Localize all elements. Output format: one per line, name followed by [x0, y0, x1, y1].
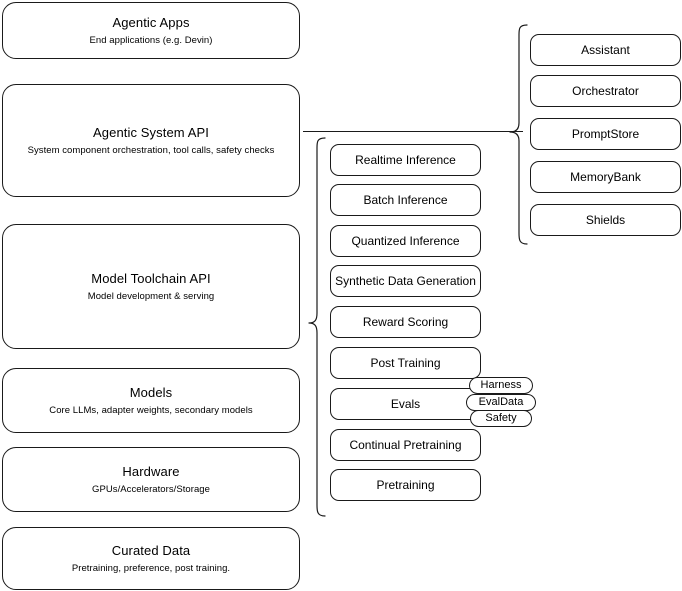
connector-line-system-api [303, 131, 523, 132]
right-item-label: MemoryBank [570, 170, 641, 184]
right-item-assistant[interactable]: Assistant [530, 34, 681, 66]
layer-models[interactable]: Models Core LLMs, adapter weights, secon… [2, 368, 300, 433]
middle-item-label: Evals [390, 397, 421, 411]
middle-item-synthetic-data-generation[interactable]: Synthetic Data Generation [330, 265, 481, 297]
layer-curated-data[interactable]: Curated Data Pretraining, preference, po… [2, 527, 300, 590]
middle-item-label: Post Training [370, 356, 441, 370]
layer-agentic-system-api[interactable]: Agentic System API System component orch… [2, 84, 300, 197]
eval-pill-harness[interactable]: Harness [469, 377, 533, 394]
right-item-promptstore[interactable]: PromptStore [530, 118, 681, 150]
middle-item-evals[interactable]: Evals [330, 388, 481, 420]
right-item-orchestrator[interactable]: Orchestrator [530, 75, 681, 107]
right-item-label: PromptStore [571, 127, 640, 141]
right-item-label: Assistant [581, 43, 630, 57]
layer-agentic-apps[interactable]: Agentic Apps End applications (e.g. Devi… [2, 2, 300, 59]
middle-item-label: Realtime Inference [355, 153, 456, 167]
layer-subtitle: Pretraining, preference, post training. [71, 563, 231, 574]
layer-title: Agentic System API [93, 125, 209, 140]
layer-subtitle: Core LLMs, adapter weights, secondary mo… [49, 405, 253, 416]
right-column-brace-icon [509, 24, 528, 245]
right-item-label: Shields [585, 213, 626, 227]
layer-title: Models [129, 385, 173, 400]
layer-title: Curated Data [111, 543, 191, 558]
eval-pill-evaldata[interactable]: EvalData [466, 394, 536, 411]
middle-item-label: Synthetic Data Generation [335, 274, 476, 288]
middle-item-label: Quantized Inference [351, 234, 460, 248]
middle-item-post-training[interactable]: Post Training [330, 347, 481, 379]
right-item-label: Orchestrator [572, 84, 639, 98]
layer-subtitle: GPUs/Accelerators/Storage [92, 484, 210, 495]
middle-item-label: Pretraining [376, 478, 435, 492]
right-item-memorybank[interactable]: MemoryBank [530, 161, 681, 193]
middle-item-reward-scoring[interactable]: Reward Scoring [330, 306, 481, 338]
layer-subtitle: End applications (e.g. Devin) [89, 35, 213, 46]
right-item-shields[interactable]: Shields [530, 204, 681, 236]
middle-item-batch-inference[interactable]: Batch Inference [330, 184, 481, 216]
layer-title: Hardware [122, 464, 180, 479]
layer-title: Agentic Apps [112, 15, 190, 30]
middle-item-label: Continual Pretraining [349, 438, 462, 452]
middle-item-realtime-inference[interactable]: Realtime Inference [330, 144, 481, 176]
middle-item-label: Reward Scoring [362, 315, 449, 329]
layer-model-toolchain-api[interactable]: Model Toolchain API Model development & … [2, 224, 300, 349]
middle-column-brace-icon [308, 137, 326, 517]
middle-item-label: Batch Inference [363, 193, 448, 207]
layer-title: Model Toolchain API [91, 271, 211, 286]
middle-item-pretraining[interactable]: Pretraining [330, 469, 481, 501]
layer-hardware[interactable]: Hardware GPUs/Accelerators/Storage [2, 447, 300, 512]
middle-item-quantized-inference[interactable]: Quantized Inference [330, 225, 481, 257]
layer-subtitle: System component orchestration, tool cal… [27, 145, 275, 156]
eval-pill-safety[interactable]: Safety [470, 410, 532, 427]
layer-subtitle: Model development & serving [87, 291, 215, 302]
middle-item-continual-pretraining[interactable]: Continual Pretraining [330, 429, 481, 461]
